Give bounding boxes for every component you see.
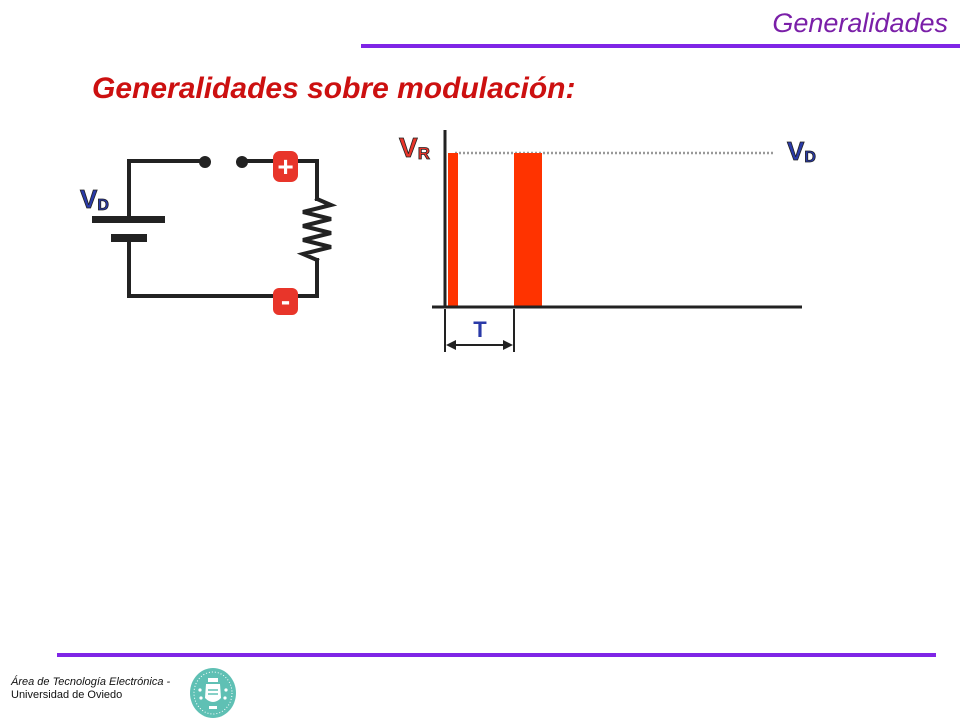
- period-arrow-left-icon: [446, 340, 456, 350]
- period-arrow-right-icon: [503, 340, 513, 350]
- header-rule: [361, 44, 960, 48]
- footer-line-2: Universidad de Oviedo: [11, 689, 123, 701]
- circuit: [127, 159, 338, 298]
- waveform-plot: T: [432, 130, 802, 352]
- peak-label-left: VR: [399, 132, 430, 163]
- source-voltage-label: VD: [80, 184, 109, 214]
- section-title: Generalidades: [772, 8, 948, 38]
- switch-contact-right: [236, 156, 248, 168]
- footer-line-1: Área de Tecnología Electrónica -: [11, 676, 171, 688]
- footer-rule: [57, 653, 936, 657]
- peak-label-right: VD: [787, 136, 816, 166]
- period-label: T: [473, 317, 487, 342]
- switch-contact-left: [199, 156, 211, 168]
- footer-text: Área de Tecnología Electrónica - Univers…: [11, 676, 170, 702]
- university-seal-icon: [190, 668, 236, 718]
- minus-terminal-label: -: [281, 285, 290, 316]
- battery-short-plate: [111, 234, 147, 242]
- plus-terminal-label: +: [277, 151, 293, 182]
- slide-title: Generalidades sobre modulación:: [92, 72, 576, 105]
- battery-long-plate: [92, 216, 165, 223]
- minus-terminal: [273, 288, 298, 315]
- pulse-2: [514, 153, 542, 306]
- resistor-icon: [296, 196, 338, 263]
- plus-terminal: [273, 151, 298, 182]
- pulse-1: [448, 153, 458, 306]
